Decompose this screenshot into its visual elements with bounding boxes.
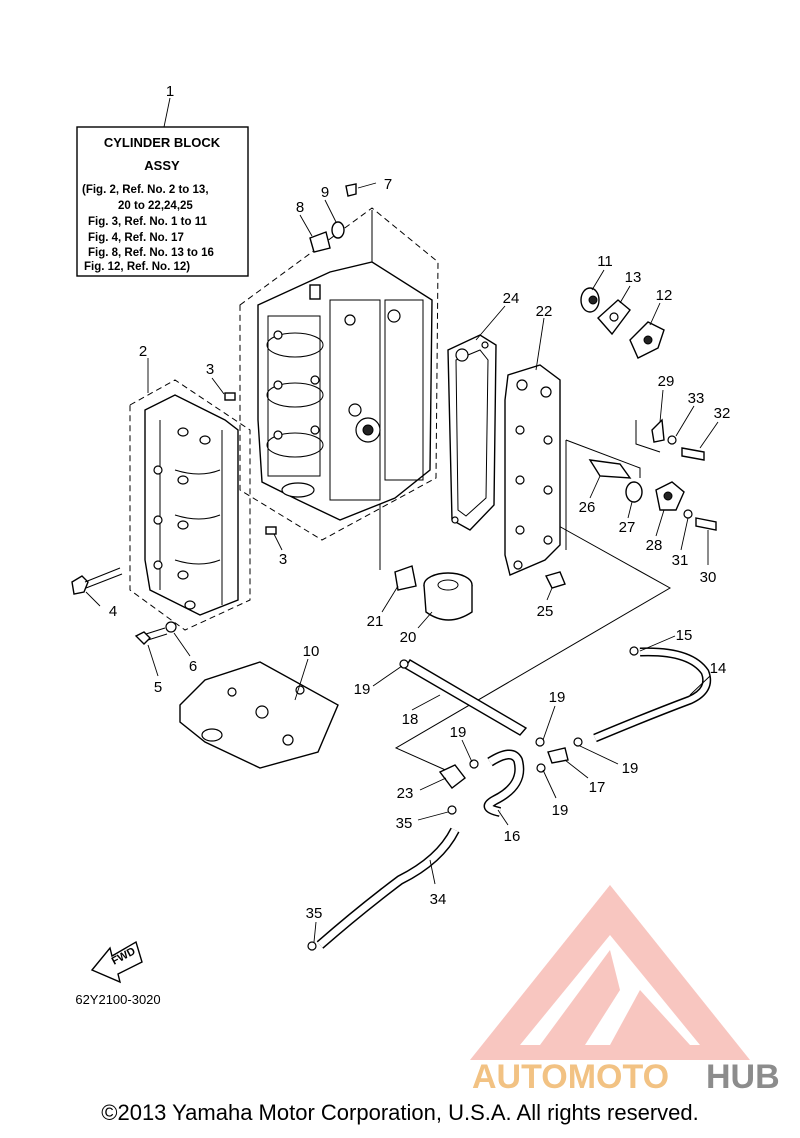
callout-7: 7: [384, 176, 392, 193]
callout-19-a: 19: [354, 681, 371, 698]
callout-6: 6: [189, 658, 197, 675]
callout-31: 31: [672, 552, 689, 569]
callout-33: 33: [688, 390, 705, 407]
callout-22: 22: [536, 303, 553, 320]
anode-parts: [588, 418, 717, 531]
callout-18: 18: [402, 711, 419, 728]
callout-35-b: 35: [306, 905, 323, 922]
small-parts: [71, 183, 566, 645]
callout-8: 8: [296, 199, 304, 216]
info-box-line-2: 20 to 22,24,25: [118, 200, 193, 212]
info-box-line-4: Fig. 4, Ref. No. 17: [88, 232, 184, 244]
info-box-title-2: ASSY: [144, 158, 180, 173]
callout-26: 26: [579, 499, 596, 516]
callout-12: 12: [656, 287, 673, 304]
callout-19-d: 19: [622, 760, 639, 777]
crankcase: [144, 394, 239, 616]
info-box-title-1: CYLINDER BLOCK: [104, 135, 221, 150]
callout-20: 20: [400, 629, 417, 646]
callout-11: 11: [597, 253, 613, 270]
info-box-line-5: Fig. 8, Ref. No. 13 to 16: [88, 247, 214, 259]
callout-9: 9: [321, 184, 329, 201]
leader-lines: [85, 182, 719, 943]
callout-15: 15: [676, 627, 693, 644]
callout-1: 1: [166, 83, 174, 100]
assy-info-box: CYLINDER BLOCK ASSY (Fig. 2, Ref. No. 2 …: [76, 97, 249, 277]
exhaust-gasket: [447, 334, 497, 531]
fwd-arrow: FWD: [90, 940, 143, 984]
callout-19-c: 19: [450, 724, 467, 741]
callout-17: 17: [589, 779, 606, 796]
copyright-notice: ©2013 Yamaha Motor Corporation, U.S.A. A…: [101, 1100, 699, 1125]
callout-35-a: 35: [396, 815, 413, 832]
watermark-logo: [470, 885, 750, 1060]
callout-labels: 1 2 3 3 4 5 6 7 8 9 10 11 12 13 14 15 16…: [109, 83, 731, 922]
callout-27: 27: [619, 519, 636, 536]
mounting-plate: [179, 661, 339, 769]
callout-19-b: 19: [549, 689, 566, 706]
callout-30: 30: [700, 569, 717, 586]
oil-filter: [423, 572, 473, 621]
callout-19-e: 19: [552, 802, 569, 819]
exhaust-cover: [504, 364, 561, 576]
callout-32: 32: [714, 405, 731, 422]
callout-28: 28: [646, 537, 663, 554]
drawing-code: 62Y2100-3020: [75, 992, 160, 1007]
callout-25: 25: [537, 603, 554, 620]
callout-29: 29: [658, 373, 675, 390]
callout-10: 10: [303, 643, 320, 660]
callout-13: 13: [625, 269, 642, 286]
info-box-line-6: Fig. 12, Ref. No. 12): [84, 261, 190, 273]
info-box-line-3: Fig. 3, Ref. No. 1 to 11: [88, 216, 207, 228]
callout-23: 23: [397, 785, 414, 802]
callout-3-lower: 3: [279, 551, 287, 568]
callout-5: 5: [154, 679, 162, 696]
callout-2: 2: [139, 343, 147, 360]
callout-24: 24: [503, 290, 520, 307]
cylinder-block: [257, 261, 433, 521]
callout-34: 34: [430, 891, 447, 908]
watermark-text-accent: HUB: [706, 1058, 780, 1096]
callout-3-upper: 3: [206, 361, 214, 378]
watermark-wordmark: AUTOMOTO HUB: [472, 1058, 780, 1096]
hoses: [307, 646, 712, 951]
callout-4: 4: [109, 603, 117, 620]
watermark-text-primary: AUTOMOTO: [472, 1058, 669, 1096]
callout-16: 16: [504, 828, 521, 845]
callout-21: 21: [367, 613, 384, 630]
callout-14: 14: [710, 660, 727, 677]
info-box-line-1: (Fig. 2, Ref. No. 2 to 13,: [82, 184, 209, 196]
thermostat-parts: [580, 287, 665, 359]
